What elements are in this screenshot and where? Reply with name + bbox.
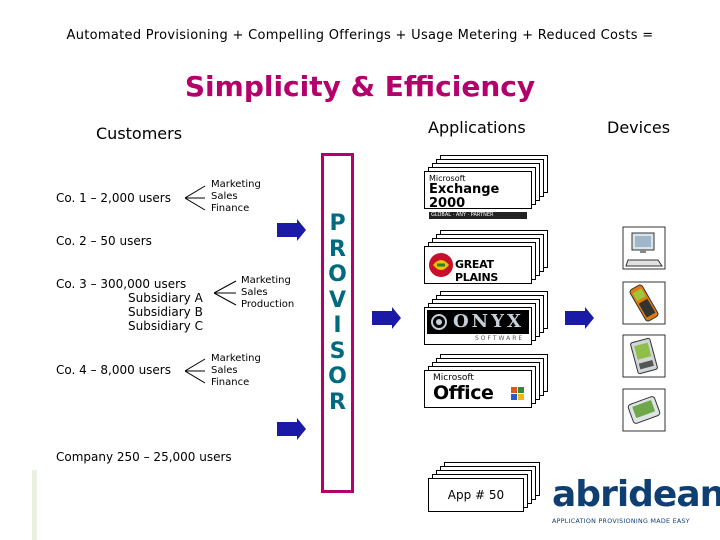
provisor-letter: R (329, 389, 346, 415)
mobile-phone-icon (622, 281, 666, 325)
app-name: Office (433, 382, 494, 404)
department-label: Production (241, 299, 295, 310)
customer-3-subsidiaries: Subsidiary A Subsidiary B Subsidiary C (128, 291, 203, 333)
handheld-pda-icon (622, 334, 666, 378)
department-label: Sales (211, 365, 238, 376)
customer-3-departments: Marketing Sales Production (241, 275, 294, 311)
app-tagline: SOFTWARE (475, 335, 525, 342)
department-label: Sales (211, 191, 238, 202)
customer-4-bracket (185, 358, 206, 384)
palm-device-icon (622, 388, 666, 432)
provisor-letter: S (329, 338, 346, 364)
arrow-right-icon (372, 307, 401, 329)
provisor-letter: I (333, 313, 342, 338)
department-label: Sales (241, 287, 268, 298)
customer-3-bracket (214, 280, 237, 306)
app-name: GREAT PLAINS (455, 258, 499, 284)
department-label: Marketing (211, 179, 261, 190)
customer-2-label: Co. 2 – 50 users (56, 234, 152, 248)
abridean-logo: abridean APPLICATION PROVISIONING MADE E… (552, 476, 720, 536)
provisor-letter: R (329, 236, 346, 262)
desktop-computer-icon (622, 226, 666, 270)
provisor-box: P R O V I S O R (321, 153, 354, 493)
department-label: Marketing (211, 353, 261, 364)
provisor-letter: O (328, 262, 347, 287)
subsidiary-label: Subsidiary C (128, 319, 203, 333)
app-brand: Microsoft (429, 174, 466, 183)
customer-4-label: Co. 4 – 8,000 users (56, 363, 171, 377)
great-plains-logo-icon (429, 253, 453, 277)
subsidiary-label: Subsidiary A (128, 291, 203, 305)
customer-1-departments: Marketing Sales Finance (211, 179, 261, 215)
customer-4-departments: Marketing Sales Finance (211, 353, 261, 389)
provisor-letter: P (329, 211, 346, 236)
arrow-right-icon (565, 307, 594, 329)
provisor-letter: V (328, 287, 347, 313)
app-stack-great-plains[interactable]: GREAT PLAINS (424, 230, 550, 290)
app-name: App # 50 (447, 488, 505, 502)
customers-header: Customers (96, 124, 183, 143)
department-label: Finance (211, 203, 250, 214)
page-title: Simplicity & Efficiency (184, 70, 536, 103)
arrow-right-icon (277, 418, 306, 440)
logo-name: abridean (552, 474, 720, 515)
app-stack-office[interactable]: Microsoft Office (424, 354, 550, 414)
app-brand: Microsoft (433, 373, 474, 383)
applications-header: Applications (428, 118, 526, 137)
app-tagline: GLOBAL · ANY · PARTNER (429, 212, 527, 219)
decorative-edge (32, 470, 37, 540)
onyx-logo-icon (431, 314, 447, 330)
app-stack-exchange[interactable]: Microsoft Exchange 2000 GLOBAL · ANY · P… (424, 155, 550, 219)
provisor-letter: O (328, 364, 347, 389)
customer-1-bracket (185, 185, 206, 211)
devices-header: Devices (607, 118, 671, 137)
app-stack-app-50[interactable]: App # 50 (428, 462, 548, 512)
subsidiary-label: Subsidiary B (128, 305, 203, 319)
customer-1-label: Co. 1 – 2,000 users (56, 191, 171, 205)
app-stack-onyx[interactable]: ONYX SOFTWARE (424, 291, 550, 351)
app-name: Exchange 2000 (429, 182, 500, 211)
logo-tagline: APPLICATION PROVISIONING MADE EASY (552, 518, 690, 525)
department-label: Marketing (241, 275, 291, 286)
app-name: ONYX (453, 311, 524, 332)
department-label: Finance (211, 377, 250, 388)
arrow-right-icon (277, 219, 306, 241)
office-logo-icon (511, 387, 524, 400)
company-range-label: Company 250 – 25,000 users (56, 450, 232, 464)
provisor-letters: P R O V I S O R (324, 211, 351, 415)
customer-3-label: Co. 3 – 300,000 users (56, 277, 187, 291)
equation-text: Automated Provisioning + Compelling Offe… (66, 28, 654, 43)
